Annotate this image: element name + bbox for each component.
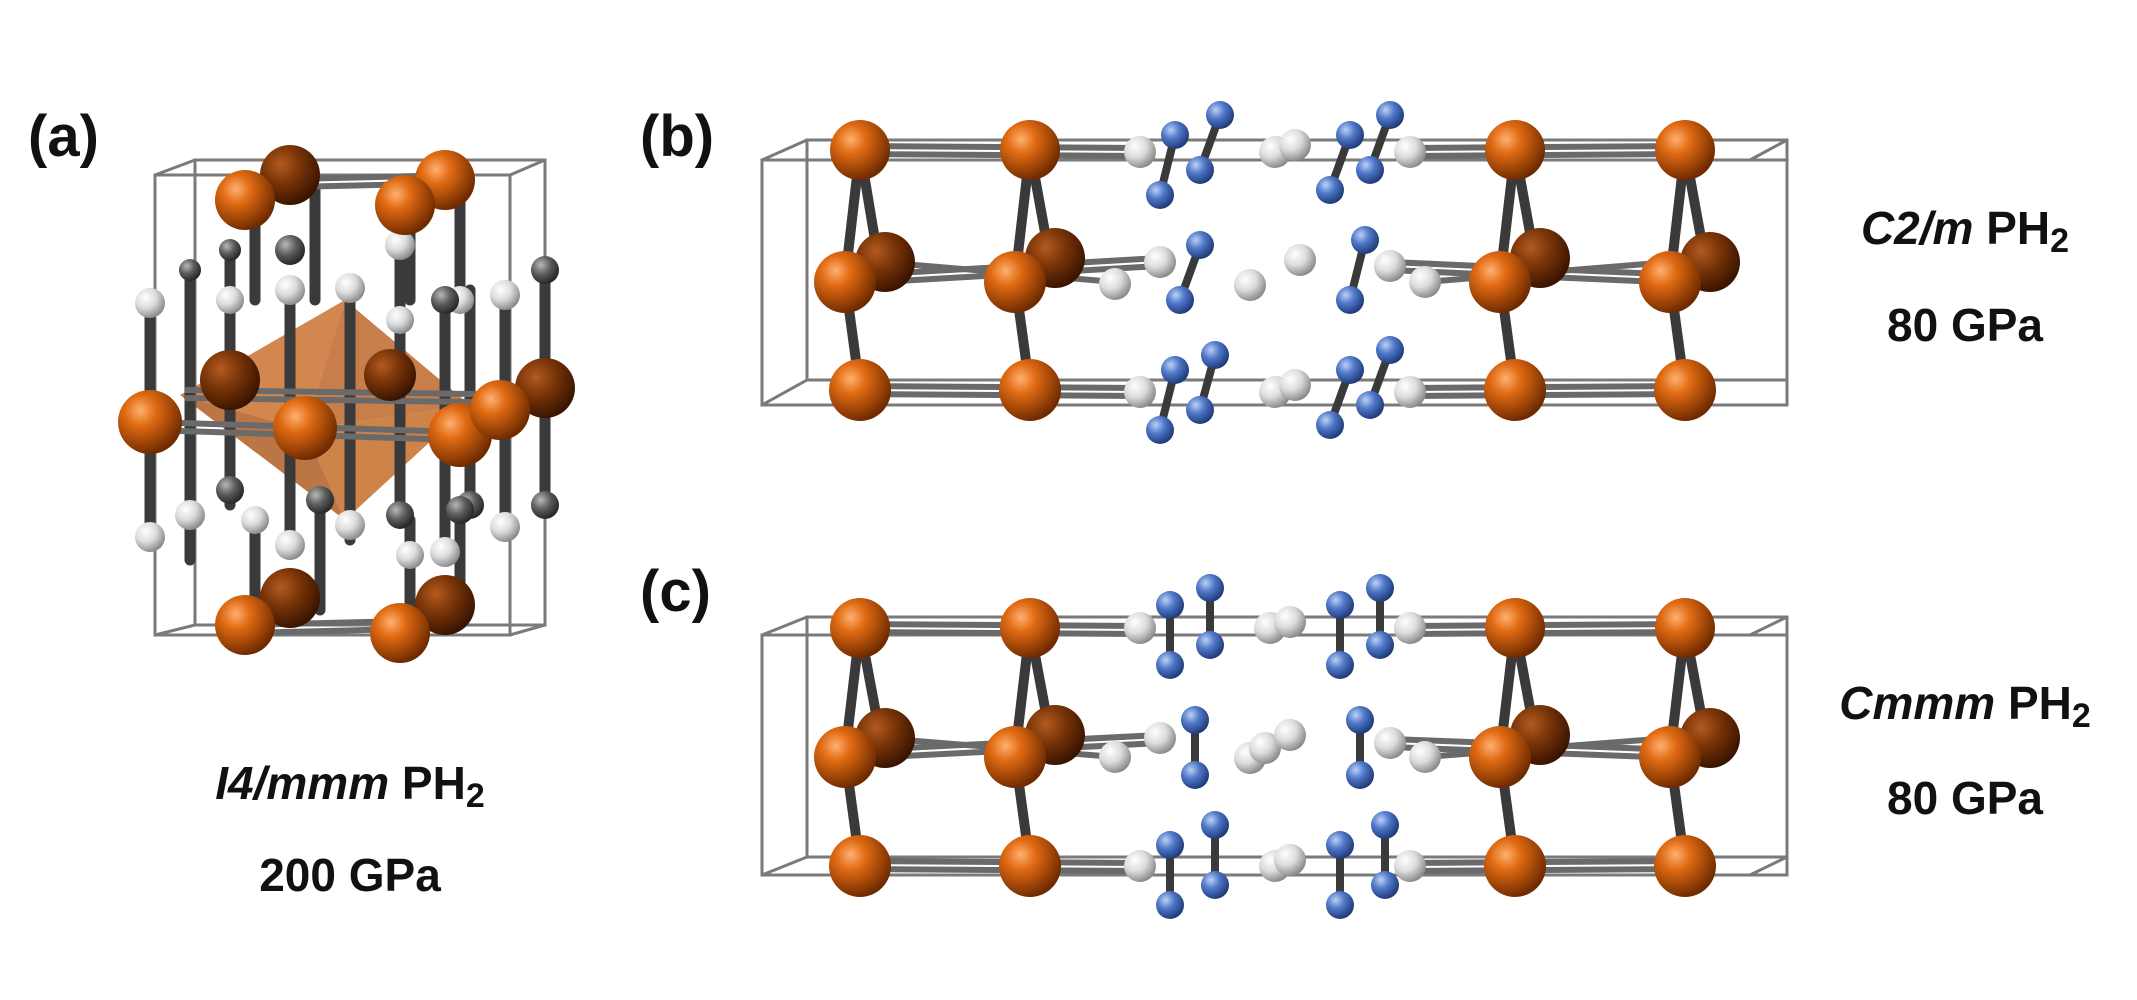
formula-b: PH	[1986, 202, 2051, 254]
hydrogen-atoms	[1099, 101, 1441, 444]
formula-b-subscript: 2	[2050, 222, 2070, 260]
panel-label-a: (a)	[28, 104, 99, 169]
caption-b-structure: C2/m PH2	[1800, 205, 2130, 258]
caption-c-pressure: 80 GPa	[1887, 772, 2043, 824]
caption-c-structure: Cmmm PH2	[1800, 680, 2130, 733]
panel-a-crystal-structure	[118, 145, 575, 663]
caption-b-pressure: 80 GPa	[1887, 299, 2043, 351]
panel-b-crystal-structure	[760, 101, 1789, 444]
hydrogen-atoms	[1099, 574, 1441, 919]
formula-c: PH	[2007, 677, 2072, 729]
space-group-b: C2/m	[1860, 202, 1974, 254]
horizontal-bonds	[844, 143, 1706, 399]
formula-a-subscript: 2	[465, 777, 485, 815]
phosphorus-atoms	[118, 145, 575, 663]
panel-c-crystal-structure	[760, 574, 1789, 919]
phosphorus-atoms	[814, 120, 1740, 421]
panel-label-c: (c)	[640, 559, 711, 624]
formula-c-subscript: 2	[2071, 697, 2091, 735]
panel-label-b: (b)	[640, 104, 715, 169]
phosphorus-atoms	[814, 598, 1740, 897]
hydrogen-atoms	[135, 230, 559, 569]
caption-a-structure: I4/mmm PH2	[150, 760, 550, 813]
caption-a-pressure: 200 GPa	[259, 849, 441, 901]
space-group-a: I4/mmm	[215, 757, 390, 809]
formula-a: PH	[401, 757, 466, 809]
space-group-c: Cmmm	[1839, 677, 1996, 729]
